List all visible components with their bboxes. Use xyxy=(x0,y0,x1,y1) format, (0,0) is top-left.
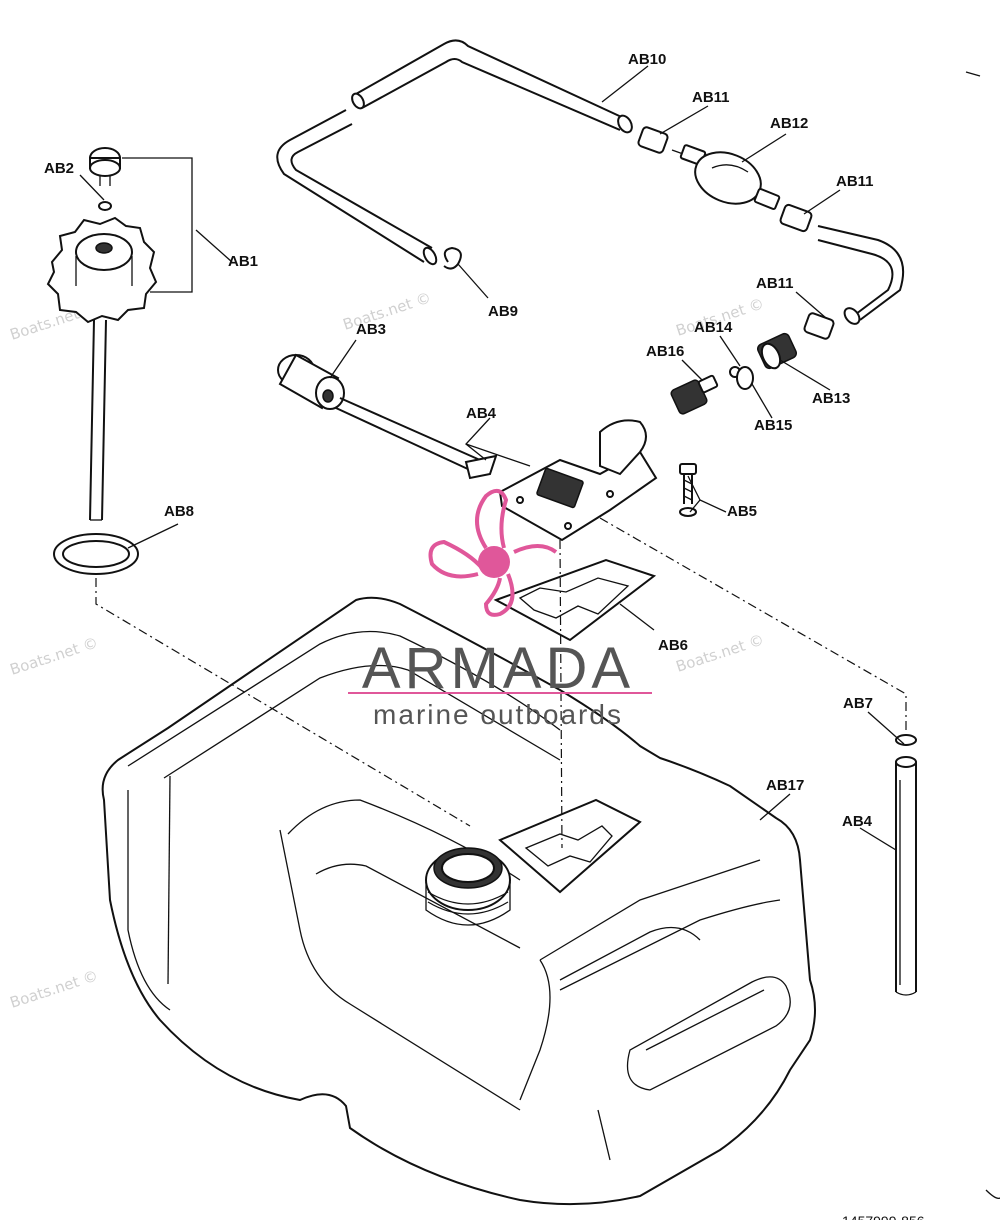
part-label-ab11: AB11 xyxy=(836,173,874,190)
part-label-ab16: AB16 xyxy=(646,343,684,360)
edge-mark xyxy=(985,1189,1000,1199)
fuel-hose xyxy=(276,39,905,325)
part-label-ab2: AB2 xyxy=(44,160,74,177)
part-label-ab1: AB1 xyxy=(228,253,258,270)
part-label-ab5: AB5 xyxy=(727,503,757,520)
figure-number: 1457999-856 xyxy=(842,1213,925,1220)
part-label-ab14: AB14 xyxy=(694,319,733,336)
part-label-ab12: AB12 xyxy=(770,115,808,132)
part-label-ab4: AB4 xyxy=(842,813,873,830)
leader-lines xyxy=(79,65,905,851)
part-label-ab15: AB15 xyxy=(754,417,792,434)
part-label-ab11: AB11 xyxy=(692,89,730,106)
hose-clamp xyxy=(443,246,462,270)
part-label-ab7: AB7 xyxy=(843,695,873,712)
watermark-text: Boats.net © xyxy=(8,633,101,678)
part-label-ab3: AB3 xyxy=(356,321,386,338)
hose-fittings xyxy=(637,126,835,340)
gasket xyxy=(493,558,657,642)
part-label-ab4: AB4 xyxy=(466,405,497,422)
fuel-tank xyxy=(101,596,816,1206)
watermark-text: Boats.net © xyxy=(341,288,434,333)
primer-bulb xyxy=(671,144,781,211)
brand-name: ARMADA xyxy=(362,636,634,701)
propeller-logo-icon xyxy=(428,488,558,617)
o-ring xyxy=(53,533,139,575)
tank-connector-assembly xyxy=(670,332,798,415)
filler-cap-assembly xyxy=(46,147,193,521)
brand-tagline: marine outboards xyxy=(373,699,623,730)
part-label-ab11: AB11 xyxy=(756,275,794,292)
part-label-ab13: AB13 xyxy=(812,390,850,407)
part-labels: AB1 AB2 AB3 AB4 AB4 AB5 AB6 AB7 AB8 AB9 … xyxy=(44,51,874,830)
part-label-ab17: AB17 xyxy=(766,777,804,794)
part-label-ab9: AB9 xyxy=(488,303,518,320)
fuel-gauge-assembly xyxy=(277,353,658,542)
part-label-ab8: AB8 xyxy=(164,503,194,520)
part-label-ab6: AB6 xyxy=(658,637,688,654)
watermark-text: Boats.net © xyxy=(8,966,101,1011)
pickup-tube xyxy=(895,734,917,996)
armada-logo: ARMADA marine outboards xyxy=(348,488,652,730)
part-label-ab10: AB10 xyxy=(628,51,666,68)
edge-mark xyxy=(965,71,981,77)
